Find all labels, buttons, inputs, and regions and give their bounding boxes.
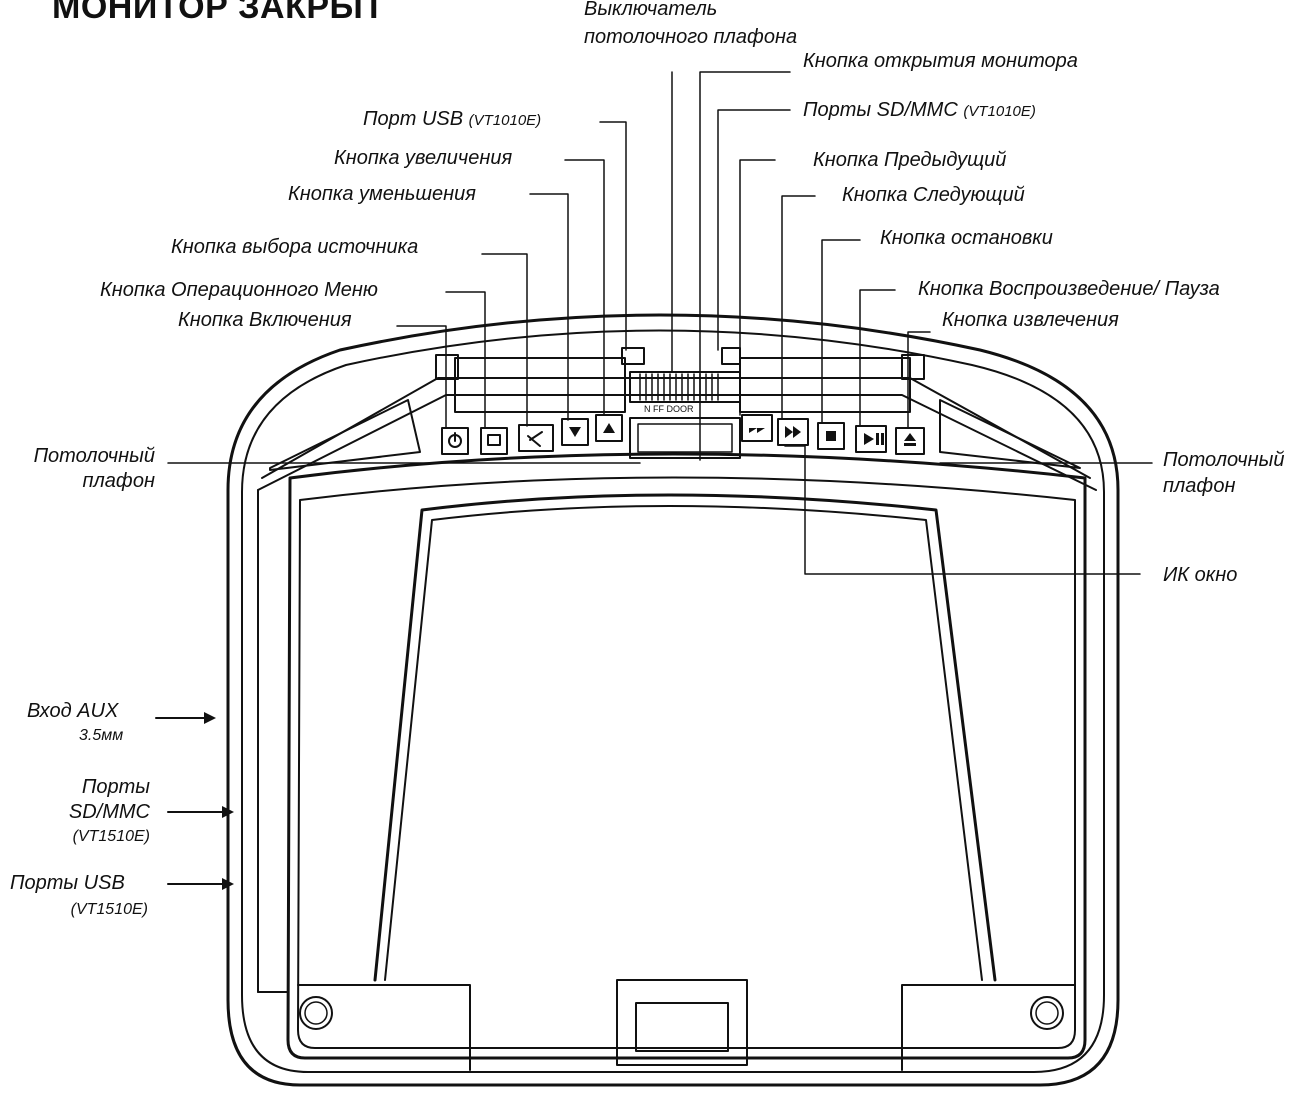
ir-window-inner (637, 423, 733, 453)
stop-icon (826, 431, 836, 441)
sd-side-label-3: (VT1510E) (72, 828, 150, 845)
sd-side-label-2: SD/MMC (68, 801, 150, 823)
vol-down-icon (569, 427, 581, 437)
sd-top-label: Порты SD/MMC (VT1010E) (803, 99, 1036, 122)
usb-top-text: Порт USB (363, 108, 464, 130)
button-icons (448, 431, 543, 448)
ir-window (629, 417, 741, 459)
right-bottom-block (901, 984, 1076, 1071)
screen-frame (286, 452, 1087, 1060)
play-icon (864, 433, 874, 445)
power-stub (435, 354, 459, 380)
play-button[interactable] (855, 425, 887, 453)
button-panel-right (739, 357, 911, 413)
ir-label: ИК окно (1163, 564, 1238, 586)
housing-outer (226, 313, 1120, 1087)
screen-bezel-inner (384, 505, 983, 981)
vol-down-button[interactable] (561, 418, 589, 446)
dome-lens-left (269, 399, 421, 471)
prev-label: Кнопка Предыдущий (813, 149, 1007, 171)
control-strip-2 (257, 394, 1097, 491)
menu-label: Кнопка Операционного Меню (100, 279, 378, 301)
screw-right (1030, 996, 1064, 1030)
usb-side-label-1: Порты USB (10, 872, 125, 894)
button-panel-left (454, 357, 626, 413)
open-button-label: Кнопка открытия монитора (803, 50, 1078, 72)
dome-right-label-1: Потолочный (1163, 449, 1285, 471)
eject-label: Кнопка извлечения (942, 309, 1119, 331)
next-label: Кнопка Следующий (842, 184, 1025, 206)
eject-button[interactable] (895, 427, 925, 455)
dome-switch-ridges (639, 373, 719, 401)
side-arrows (155, 717, 227, 885)
power-label: Кнопка Включения (178, 309, 352, 331)
diagram-title: МОНИТОР ЗАКРЫТ (52, 0, 385, 26)
eject-stub (901, 354, 925, 380)
screw-right-inner (1035, 1001, 1059, 1025)
vol-down-label: Кнопка уменьшения (288, 183, 476, 205)
left-bottom-block (297, 984, 471, 1071)
dome-left-label-2: плафон (82, 470, 155, 492)
screen-bezel (373, 493, 997, 982)
vol-up-label: Кнопка увеличения (334, 147, 513, 169)
sd-top-text: Порты SD/MMC (803, 99, 958, 121)
sd-port-top[interactable] (721, 347, 741, 365)
latch-inner (635, 1002, 729, 1052)
vol-up-button[interactable] (595, 414, 623, 442)
next-icon (785, 426, 793, 438)
source-label: Кнопка выбора источника (171, 236, 419, 258)
dome-right-label-2: плафон (1163, 475, 1236, 497)
power-button[interactable] (441, 427, 469, 455)
switch-markings: N FF DOOR (644, 404, 694, 414)
housing-inner (241, 329, 1105, 1073)
latch (616, 979, 748, 1066)
stop-label: Кнопка остановки (880, 227, 1053, 249)
dome-switch-label-1: Выключатель (584, 0, 718, 20)
dome-left-label-1: Потолочный (33, 445, 155, 467)
screw-left (299, 996, 333, 1030)
vol-up-icon (603, 423, 615, 433)
prev-icon (749, 423, 765, 433)
eject-icon (904, 433, 916, 441)
screw-left-inner (304, 1001, 328, 1025)
usb-top-model: (VT1010E) (468, 112, 542, 129)
play-label: Кнопка Воспроизведение/ Пауза (918, 278, 1220, 300)
dome-lens-right (939, 399, 1081, 469)
sd-side-label-1: Порты (81, 776, 150, 798)
usb-side-label-2: (VT1510E) (70, 901, 148, 918)
usb-top-label: Порт USB (VT1010E) (363, 108, 541, 131)
leader-lines (167, 71, 1153, 575)
screen-frame-inner (297, 476, 1076, 1049)
source-button[interactable] (518, 424, 554, 452)
next-button[interactable] (777, 418, 809, 446)
stop-button[interactable] (817, 422, 845, 450)
aux-label-2: 3.5мм (79, 727, 124, 744)
aux-label-1: Вход AUX (27, 700, 119, 722)
prev-button[interactable] (741, 414, 773, 442)
menu-button[interactable] (480, 427, 508, 455)
dome-switch-label-2: потолочного плафона (584, 26, 798, 48)
sd-top-model: (VT1010E) (963, 103, 1036, 120)
usb-port-top[interactable] (621, 347, 645, 365)
